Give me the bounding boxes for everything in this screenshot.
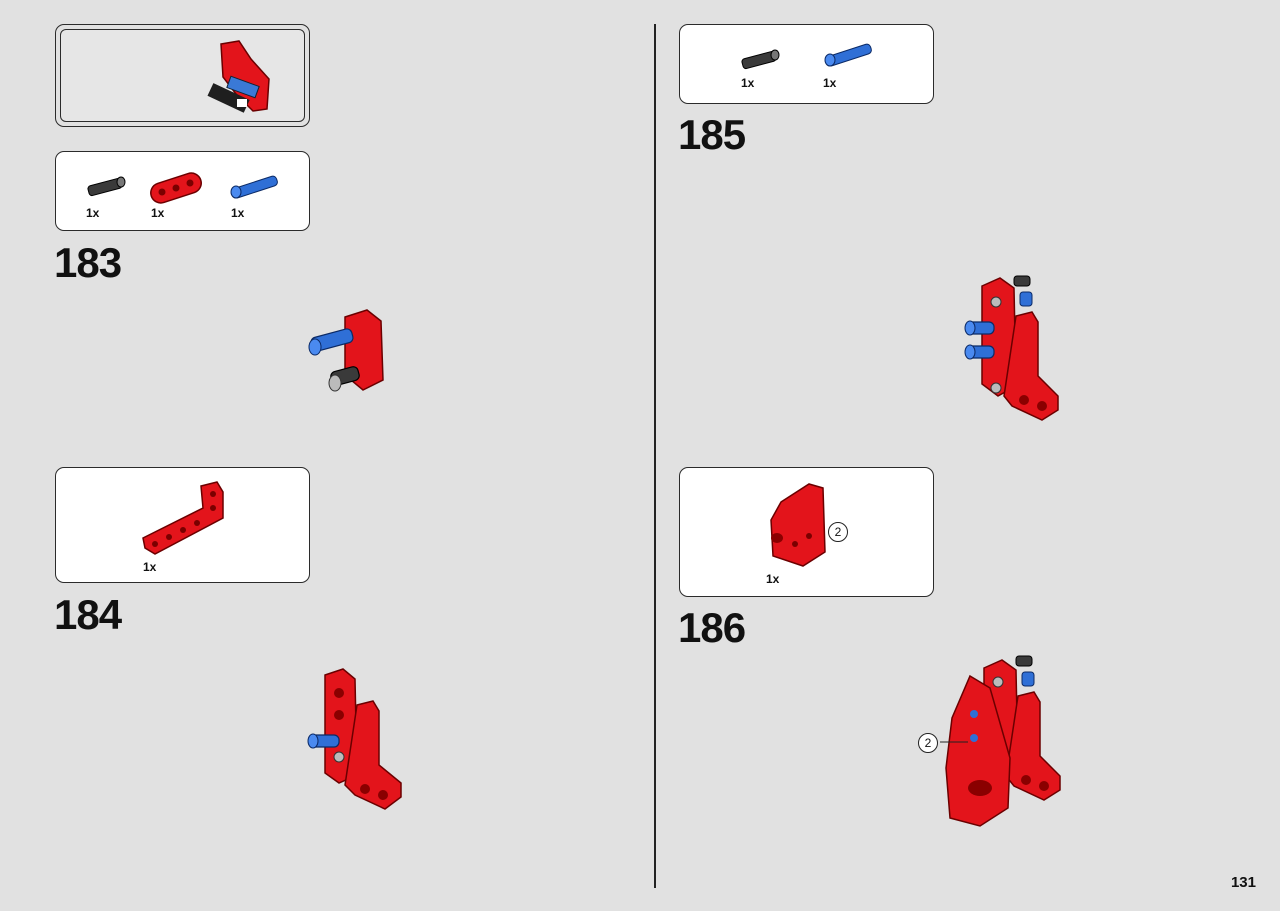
part-qty: 1x [143,560,157,574]
part-qty: 1x [741,76,755,90]
page-number: 131 [1230,874,1256,891]
red-submodel-icon [207,40,270,113]
blue-axle-pin-icon [824,43,872,67]
page-divider [654,24,656,888]
part-qty: 1x [823,76,837,90]
red-panel-icon [770,483,826,567]
black-friction-pin-icon [87,176,126,197]
step-186-assembly-image [940,655,1061,827]
step-number-184: 184 [54,591,122,638]
quantity-callout: 2 [918,733,938,753]
step-number-185: 185 [678,111,746,158]
parts-list-184: 1x [55,467,310,583]
part-qty: 1x [151,206,165,220]
part-qty: 1x [86,206,100,220]
red-l-beam-icon [142,481,224,555]
step-number-186: 186 [678,604,746,651]
parts-list-183: 1x 1x 1x [55,151,310,231]
part-qty: 1x [231,206,245,220]
parts-list-185: 1x 1x [679,24,934,104]
part-qty: 1x [766,572,780,586]
step-number-183: 183 [54,239,122,286]
submodel-callout [55,24,310,127]
parts-list-186: 2 1x [679,467,934,597]
step-183-assembly-image [308,309,384,392]
red-3-beam-icon [150,172,202,204]
quantity-callout: 2 [828,522,848,542]
step-184-assembly-image [307,668,402,810]
step-185-assembly-image [964,275,1059,421]
black-friction-pin-icon [741,49,780,70]
blue-axle-pin-icon [230,175,278,199]
